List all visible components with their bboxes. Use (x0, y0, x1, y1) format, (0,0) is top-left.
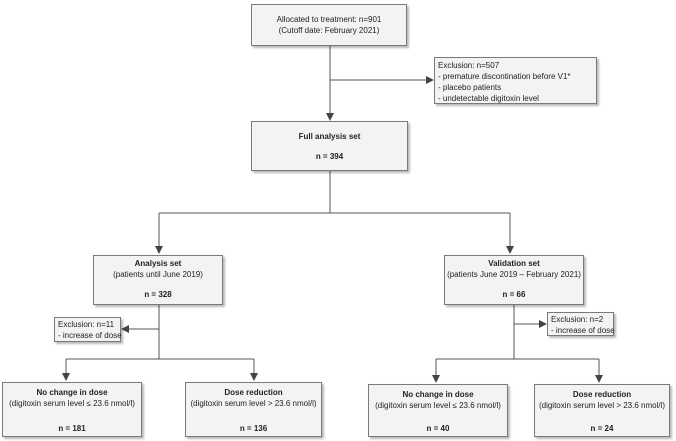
analysis-no-change-n: n = 181 (58, 424, 86, 433)
exclusion-analysis-box: Exclusion: n=11 - increase of dose (54, 317, 122, 342)
validation-set-title: Validation set (488, 259, 540, 268)
validation-no-change-subtitle: (digitoxin serum level ≤ 23.6 nmol/l) (375, 401, 501, 410)
exclusion-analysis-item: - increase of dose (58, 331, 122, 340)
allocated-line2: (Cutoff date: February 2021) (278, 26, 380, 35)
validation-reduction-subtitle: (digitoxin serum level > 23.6 nmol/l) (538, 401, 666, 410)
exclusion-main-item: - undetectable digitoxin level (438, 94, 539, 103)
analysis-no-change-subtitle: (digitoxin serum level ≤ 23.6 nmol/l) (9, 399, 135, 408)
analysis-no-change-box: No change in dose (digitoxin serum level… (2, 382, 142, 437)
analysis-reduction-subtitle: (digitoxin serum level > 23.6 nmol/l) (190, 399, 317, 408)
exclusion-main-item: - placebo patients (438, 83, 502, 92)
validation-set-subtitle: (patients June 2019 – February 2021) (447, 270, 581, 279)
allocated-box: Allocated to treatment: n=901 (Cutoff da… (251, 4, 407, 46)
allocated-line1: Allocated to treatment: n=901 (276, 15, 382, 24)
exclusion-main-title: Exclusion: n=507 (438, 61, 500, 70)
analysis-set-n: n = 328 (144, 290, 172, 299)
analysis-reduction-n: n = 136 (239, 424, 268, 433)
analysis-reduction-box: Dose reduction (digitoxin serum level > … (185, 382, 322, 437)
exclusion-main-item: - premature discontination before V1* (438, 72, 571, 81)
analysis-no-change-title: No change in dose (36, 388, 108, 397)
validation-reduction-box: Dose reduction (digitoxin serum level > … (534, 384, 670, 437)
exclusion-analysis-title: Exclusion: n=11 (58, 320, 115, 329)
analysis-set-box: Analysis set (patients until June 2019) … (93, 255, 223, 305)
validation-reduction-n: n = 24 (590, 424, 614, 433)
validation-no-change-box: No change in dose (digitoxin serum level… (368, 384, 508, 437)
exclusion-validation-item: - increase of dose (551, 326, 615, 335)
validation-no-change-n: n = 40 (426, 424, 450, 433)
full-analysis-box: Full analysis set n = 394 (251, 121, 408, 171)
full-analysis-n: n = 394 (315, 152, 344, 161)
analysis-set-subtitle: (patients until June 2019) (113, 270, 203, 279)
analysis-reduction-title: Dose reduction (224, 388, 283, 397)
validation-reduction-title: Dose reduction (572, 390, 632, 399)
exclusion-main-box: Exclusion: n=507 - premature discontinat… (434, 57, 597, 104)
full-analysis-title: Full analysis set (298, 132, 361, 141)
validation-set-n: n = 66 (502, 290, 526, 299)
exclusion-validation-box: Exclusion: n=2 - increase of dose (547, 312, 615, 336)
validation-set-box: Validation set (patients June 2019 – Feb… (444, 255, 584, 305)
validation-no-change-title: No change in dose (402, 390, 474, 399)
exclusion-validation-title: Exclusion: n=2 (551, 315, 604, 324)
analysis-set-title: Analysis set (134, 259, 182, 268)
